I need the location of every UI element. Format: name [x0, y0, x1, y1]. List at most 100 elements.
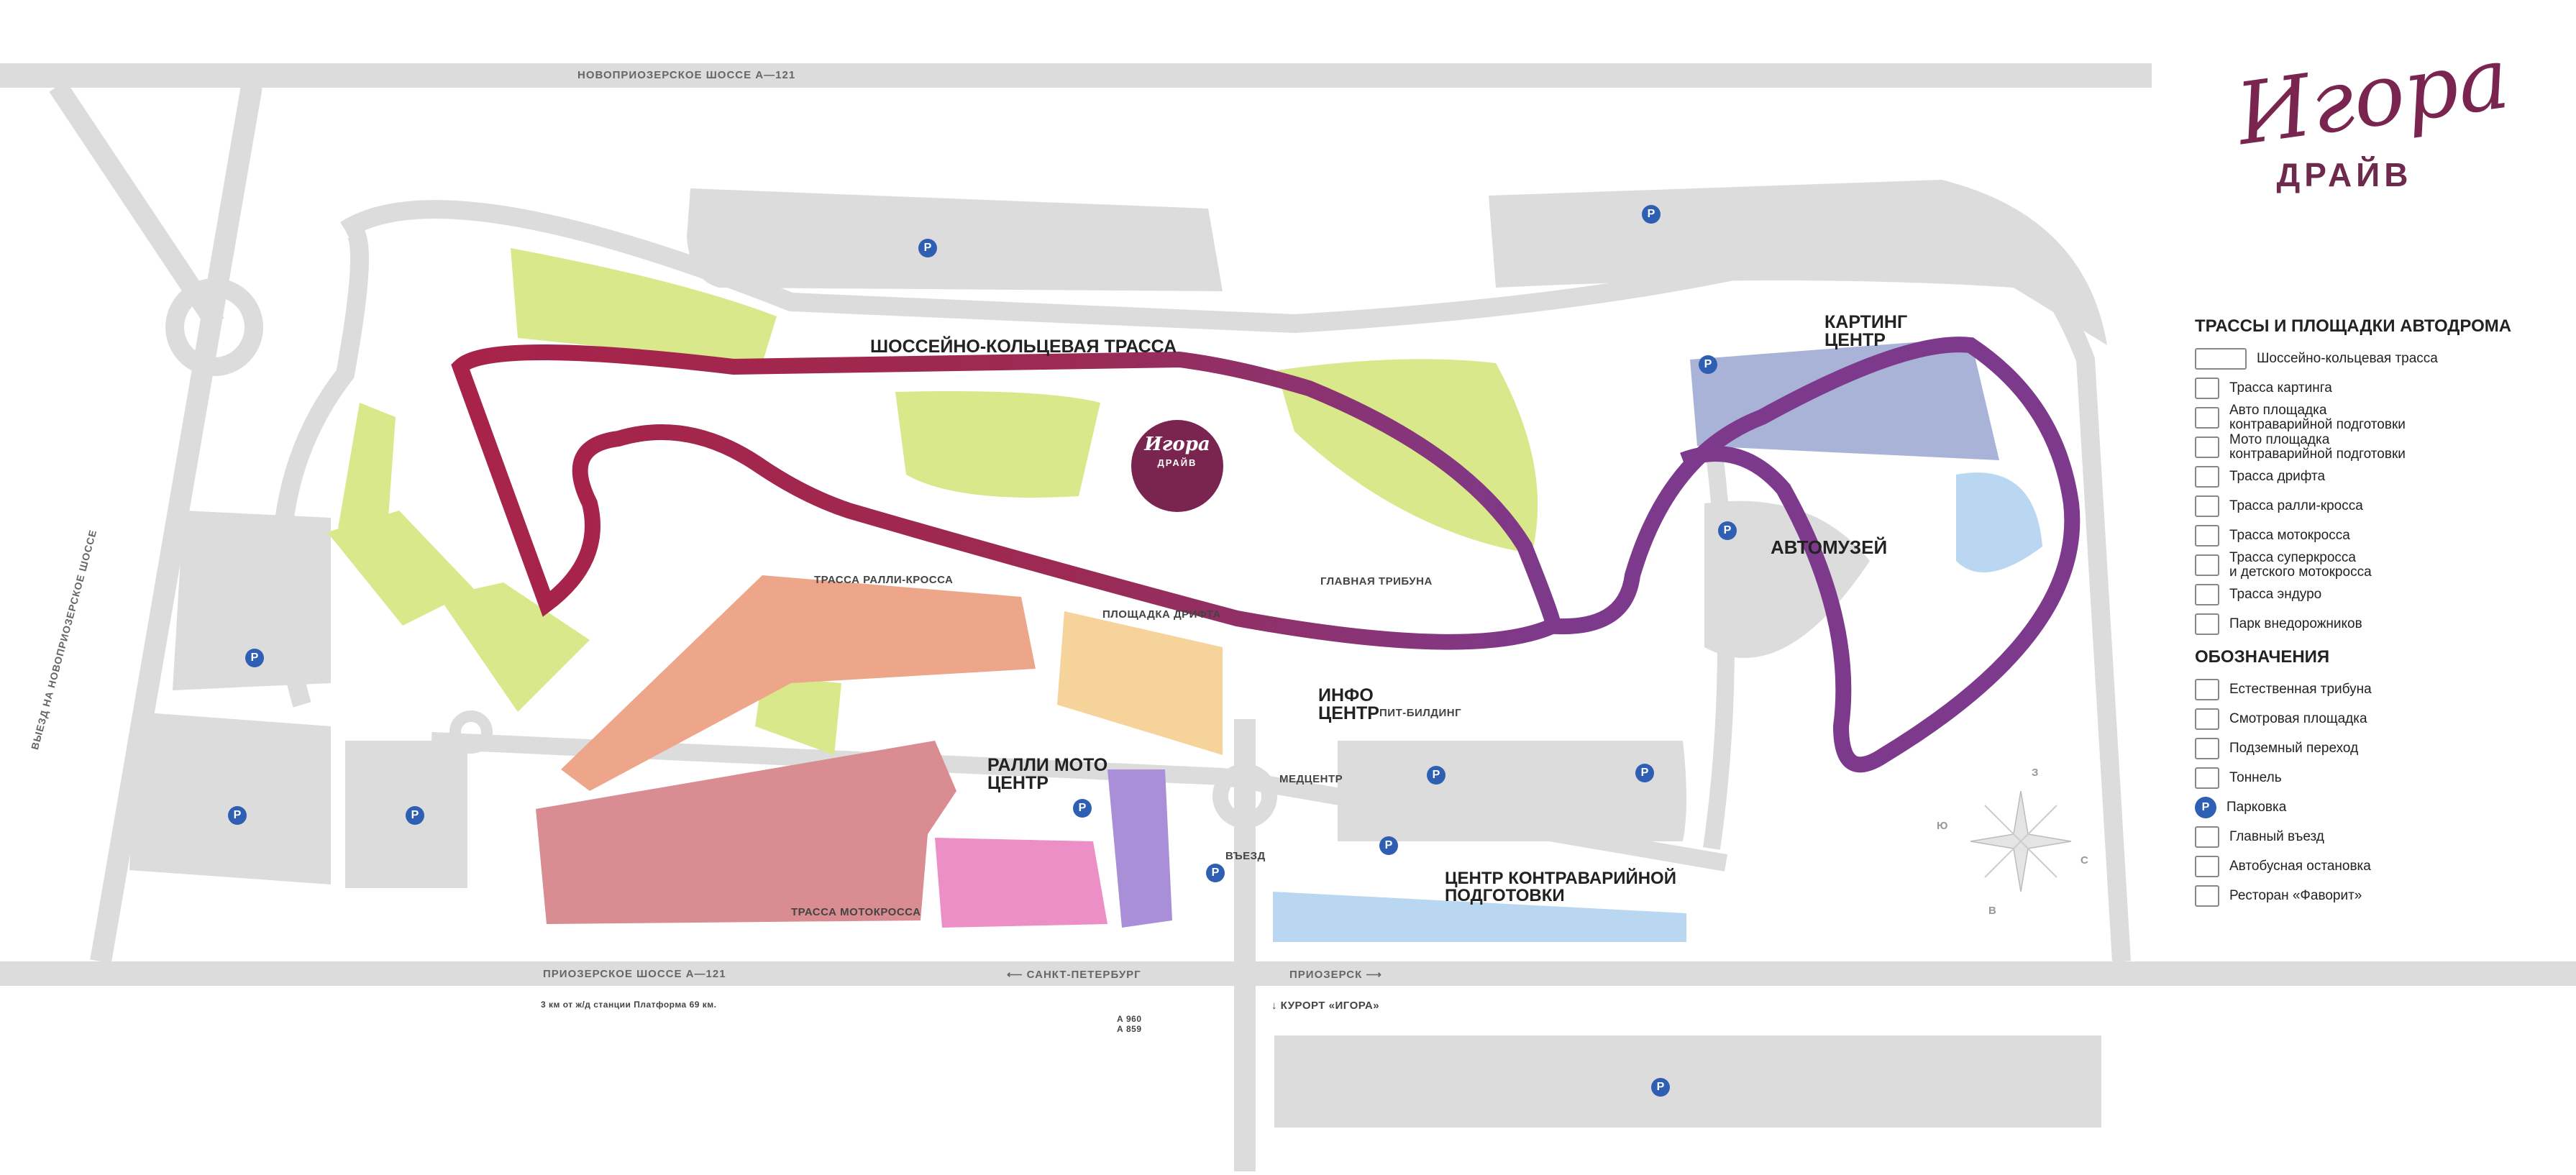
parking-icon: P	[1206, 864, 1225, 882]
legend-symbol-item: Главный въезд	[2195, 822, 2569, 851]
brand-logo-script: Игора	[2230, 27, 2515, 165]
drift-area	[1057, 611, 1223, 755]
legend-track-item: Трасса картинга	[2195, 373, 2569, 403]
green-6	[439, 582, 590, 712]
parking-icon: P	[918, 239, 937, 257]
center-logo-text: Игора ДРАЙВ	[1143, 435, 1211, 467]
binoculars-icon	[2195, 708, 2219, 730]
car-moto-icon	[2195, 347, 2247, 370]
brand-logo-word: ДРАЙВ	[2276, 156, 2413, 193]
parking-pit	[1338, 741, 1686, 841]
motocross-label: ТРАССА МОТОКРОССА	[791, 906, 921, 918]
compass-s: Ю	[1937, 820, 1948, 832]
road-exit	[90, 84, 262, 964]
legend-track-item: Мото площадка контраварийной подготовки	[2195, 432, 2569, 462]
parking-icon: P	[406, 806, 424, 825]
green-4	[338, 403, 396, 529]
main-race-track	[451, 344, 1562, 650]
legend-track-item: Парк внедорожников	[2195, 609, 2569, 639]
parking-icon: P	[1635, 764, 1654, 782]
legend-symbol-label: Смотровая площадка	[2229, 710, 2367, 726]
legend-tracks-title: ТРАССЫ И ПЛОЩАДКИ АВТОДРОМА	[2195, 316, 2512, 336]
legend-track-label: Трасса ралли-кросса	[2229, 498, 2363, 513]
green-2	[895, 391, 1100, 498]
legend-track-label: Мото площадка контраварийной подготовки	[2229, 431, 2406, 462]
legend-track-label: Авто площадка контраварийной подготовки	[2229, 402, 2406, 432]
parking-icon: P	[228, 806, 247, 825]
enduro-area	[1107, 769, 1172, 928]
legend-track-item: Трасса мотокросса	[2195, 521, 2569, 550]
center-logo-badge	[1131, 420, 1223, 512]
legend-symbol-label: Автобусная остановка	[2229, 858, 2371, 874]
offroad-water	[1956, 472, 2042, 572]
automuseum-label: АВТОМУЗЕЙ	[1771, 536, 1888, 558]
bus-icon	[2195, 855, 2219, 877]
legend-track-label: Парк внедорожников	[2229, 616, 2362, 631]
parking-icon: P	[1642, 205, 1661, 224]
roundabout-small	[449, 710, 493, 754]
roundabout-nw	[165, 278, 263, 376]
compass-e: В	[1988, 905, 1997, 917]
motocross-area	[536, 741, 956, 924]
legend-track-label: Трасса дрифта	[2229, 468, 2326, 484]
parking-icon: P	[1718, 521, 1737, 540]
info-center-label: ИНФО ЦЕНТР	[1318, 685, 1379, 723]
parking-icon: P	[1379, 836, 1398, 855]
train-note: 3 км от ж/д станции Платформа 69 км.	[541, 1000, 717, 1010]
karting-label: КАРТИНГ ЦЕНТР	[1824, 312, 1908, 350]
road-label-top: НОВОПРИОЗЕРСКОЕ ШОССЕ А—121	[577, 69, 796, 81]
motocross-icon	[2195, 524, 2219, 547]
parking-icon: P	[1073, 799, 1092, 818]
legend-symbol-label: Парковка	[2226, 799, 2287, 815]
legend-symbol-label: Тоннель	[2229, 769, 2282, 785]
medcenter-label: МЕДЦЕНТР	[1279, 773, 1343, 785]
pit-building-label: ПИТ-БИЛДИНГ	[1379, 707, 1462, 719]
legend-symbol-label: Главный въезд	[2229, 828, 2324, 844]
legend-track-label: Шоссейно-кольцевая трасса	[2257, 350, 2438, 366]
underpass-icon	[2195, 737, 2219, 759]
drift-label: ПЛОЩАДКА ДРИФТА	[1102, 608, 1221, 621]
parking-icon: P	[245, 649, 264, 667]
legend-symbol-item: Автобусная остановка	[2195, 851, 2569, 881]
road-label-bottom-left: ПРИОЗЕРСКОЕ ШОССЕ А—121	[543, 968, 726, 980]
legend-symbols-title: ОБОЗНАЧЕНИЯ	[2195, 647, 2330, 667]
legend-track-item: Шоссейно-кольцевая трасса	[2195, 344, 2569, 373]
main-race-track-east	[1545, 337, 2081, 773]
legend-symbol-item: Ресторан «Фаворит»	[2195, 881, 2569, 910]
main-entry-icon	[2195, 826, 2219, 848]
rally-moto-label: РАЛЛИ МОТО ЦЕНТР	[987, 755, 1108, 793]
brand-logo: Игора ДРАЙВ	[2231, 28, 2515, 194]
center-logo-word: ДРАЙВ	[1157, 457, 1197, 468]
legend-track-item: Авто площадка контраварийной подготовки	[2195, 403, 2569, 432]
road-label-spb: ⟵ САНКТ-ПЕТЕРБУРГ	[1007, 969, 1141, 981]
compass	[1970, 790, 2072, 892]
roundabout-center	[1212, 764, 1277, 828]
legend-symbol-label: Подземный переход	[2229, 740, 2359, 756]
legend-track-label: Трасса эндуро	[2229, 586, 2322, 602]
center-logo-script: Игора	[1144, 434, 1210, 455]
legend-track-label: Трасса мотокросса	[2229, 527, 2350, 543]
parking-icon: P	[1699, 355, 1717, 374]
green-1	[511, 248, 777, 363]
legend-track-label: Трасса суперкросса и детского мотокросса	[2229, 549, 2372, 580]
legend-track-item: Трасса суперкросса и детского мотокросса	[2195, 550, 2569, 580]
parking-museum	[1704, 500, 1870, 658]
legend-symbol-item: Тоннель	[2195, 763, 2569, 792]
parking-north-east	[1489, 180, 2107, 345]
karting-area	[1690, 338, 1999, 460]
parking-icon: P	[1651, 1078, 1670, 1097]
compass-w: З	[2032, 767, 2039, 779]
green-5	[327, 511, 475, 626]
main-track-label: ШОССЕЙНО-КОЛЬЦЕВАЯ ТРАССА	[870, 337, 1177, 357]
parking-resort	[1274, 1035, 2101, 1128]
rally-cross-label: ТРАССА РАЛЛИ-КРОССА	[814, 574, 954, 586]
bus-routes: А 960 А 859	[1117, 1014, 1142, 1034]
legend-symbol-label: Ресторан «Фаворит»	[2229, 887, 2362, 903]
legend-symbol-label: Естественная трибуна	[2229, 681, 2372, 697]
drift-car-icon	[2195, 465, 2219, 488]
road-diag-nw	[49, 81, 224, 329]
parking-west-1	[173, 511, 331, 690]
